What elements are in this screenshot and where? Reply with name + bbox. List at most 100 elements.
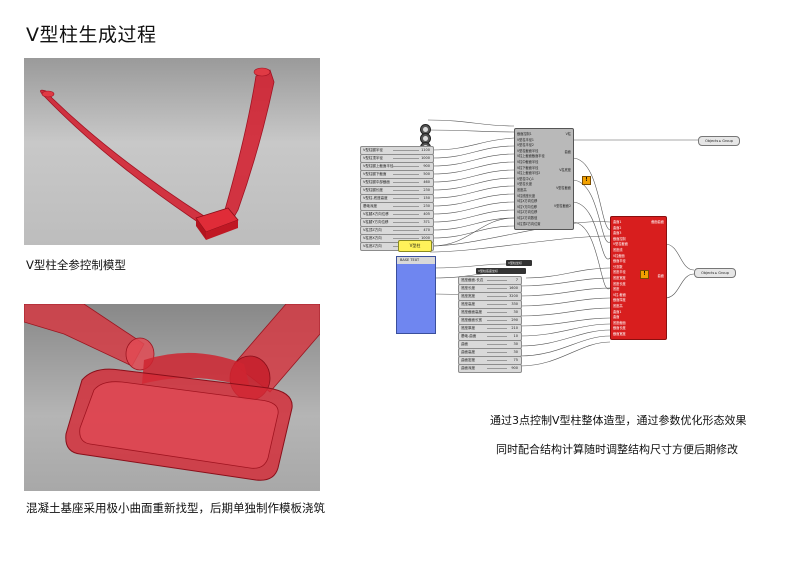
slider-value: 150 <box>423 196 430 200</box>
input-port[interactable]: V柱X方向位移 <box>517 199 538 204</box>
slider-track <box>486 288 507 289</box>
slider-value: 290 <box>511 318 518 322</box>
output-port[interactable]: 曲面 <box>564 150 571 154</box>
slider-label: V柱顶Z方向 <box>363 228 382 232</box>
slider-value: 30 <box>513 342 518 346</box>
input-port[interactable]: 分割数 <box>613 264 623 269</box>
slider-label: 底座高度 <box>461 302 475 306</box>
slider-track <box>393 150 419 151</box>
slider-label: 曲面 <box>461 342 468 346</box>
v-column-toggle[interactable]: V型柱 <box>398 240 432 252</box>
input-port[interactable]: V柱截面 <box>613 253 625 258</box>
input-port[interactable]: 底座截面 <box>613 320 626 325</box>
input-port[interactable]: 曲面 <box>613 315 620 320</box>
small-panel-1[interactable]: V型柱坐标 <box>506 260 532 266</box>
input-port[interactable]: V柱-截面 <box>613 292 626 297</box>
input-port[interactable]: V柱底座长度 <box>517 193 536 198</box>
output-port[interactable]: V柱底座 <box>559 168 571 172</box>
slider-value: 3200 <box>509 294 518 298</box>
slider-value: 900 <box>511 366 518 370</box>
input-port[interactable]: V柱下截面半径 <box>517 165 539 170</box>
slider-track <box>393 206 419 207</box>
base-text-list[interactable]: BASE TEXT <box>396 256 436 334</box>
input-port[interactable]: 底座半径 <box>613 270 626 275</box>
input-port[interactable]: 底座 <box>613 287 620 292</box>
input-port[interactable]: V柱上截面截面半径 <box>517 154 545 159</box>
slider-label: V型柱腿半径 <box>363 148 383 152</box>
objects-pill-bottom[interactable]: Objects ▸ Group <box>694 268 736 278</box>
slider-label: 曲面深度 <box>461 366 475 370</box>
slider-value: 210 <box>511 326 518 330</box>
input-port[interactable]: 底座长度 <box>613 281 626 286</box>
input-port[interactable]: V型柱长度 <box>517 182 532 187</box>
slider-label: 底座截面-长边 <box>461 278 484 282</box>
slider-value: 1600 <box>509 286 518 290</box>
output-port[interactable]: 曲面 <box>657 274 664 278</box>
input-port[interactable]: V柱上截面半径2 <box>517 171 541 176</box>
model-viewport <box>24 58 320 245</box>
parameter-slider[interactable]: 曲面深度 900 <box>458 364 522 373</box>
output-port[interactable]: V柱 <box>565 132 571 136</box>
input-port[interactable]: V柱Z方向数值 <box>517 216 538 220</box>
input-port[interactable]: 截面控制 <box>613 236 626 241</box>
input-port[interactable]: 截面长度 <box>613 326 626 331</box>
base-viewport <box>24 304 320 491</box>
input-port[interactable]: V型柱截面 <box>613 242 628 247</box>
slider-track <box>393 214 419 215</box>
input-port[interactable]: 底座线 <box>613 248 623 252</box>
slider-label: V型柱腿上截面半径 <box>363 164 394 168</box>
input-port[interactable]: V柱Z方向位移 <box>517 210 538 215</box>
slider-value: 1000 <box>421 236 430 240</box>
slider-label: 底座宽度 <box>461 294 475 298</box>
slider-track <box>393 158 419 159</box>
slider-value: 470 <box>423 228 430 232</box>
input-port[interactable]: 截面控制1 <box>517 132 532 136</box>
slider-value: 30 <box>513 310 518 314</box>
slider-track <box>486 368 507 369</box>
base-caption: 混凝土基座采用极小曲面重新找型，后期单独制作模板浇筑 <box>26 501 325 515</box>
slider-track <box>486 344 507 345</box>
input-port[interactable]: V柱顶Z方向位置 <box>517 221 541 226</box>
input-port[interactable]: V型柱半径1 <box>517 137 534 142</box>
input-port[interactable]: V柱中截面半径 <box>517 160 539 164</box>
slider-label: 基础深度 <box>363 204 377 208</box>
input-port[interactable]: 截面厚度 <box>613 298 626 303</box>
output-port[interactable]: 截面曲面 <box>651 220 664 224</box>
slider-track <box>393 166 419 167</box>
slider-label: V型柱腿中部截面 <box>363 180 390 184</box>
input-port[interactable]: 底座宽度 <box>613 276 626 280</box>
input-port[interactable]: V型柱截面半径 <box>517 148 539 153</box>
input-port[interactable]: 曲面3 <box>613 231 622 236</box>
input-port[interactable]: 底座高 <box>517 188 527 192</box>
small-panel-2[interactable]: V型柱底座坐标 <box>476 268 526 274</box>
input-port[interactable]: 曲面2 <box>613 225 622 230</box>
slider-label: V柱腿X方向位移 <box>363 212 389 216</box>
slider-track <box>486 352 507 353</box>
input-port[interactable]: V型柱半径2 <box>517 143 534 148</box>
input-port[interactable]: V型柱中心1 <box>517 176 534 181</box>
input-port[interactable]: 截面半径 <box>613 259 626 264</box>
input-port[interactable]: 曲面1 <box>613 309 622 314</box>
slider-track <box>393 230 419 231</box>
input-port[interactable]: 底座高 <box>613 304 623 308</box>
slider-track <box>486 320 507 321</box>
slider-value: 1100 <box>421 148 430 152</box>
output-port[interactable]: V型柱截面 <box>556 186 571 190</box>
input-port[interactable]: 截面宽度 <box>613 332 626 336</box>
slider-track <box>486 360 507 361</box>
slider-track <box>393 174 419 175</box>
slider-value: 460 <box>423 180 430 184</box>
slider-track <box>393 190 419 191</box>
slider-value: 7 <box>515 278 518 282</box>
output-port[interactable]: V型柱截面2 <box>554 204 571 208</box>
slider-value: 1000 <box>421 156 430 160</box>
input-port[interactable]: 曲面1 <box>613 220 622 224</box>
slider-track <box>393 222 419 223</box>
input-port[interactable]: V柱Y方向位移 <box>517 204 538 209</box>
slider-value: 10 <box>513 334 518 338</box>
slider-value: 371 <box>423 220 430 224</box>
slider-label: V柱底X方向 <box>363 236 382 240</box>
objects-pill-top[interactable]: Objects ▸ Group <box>698 136 740 146</box>
